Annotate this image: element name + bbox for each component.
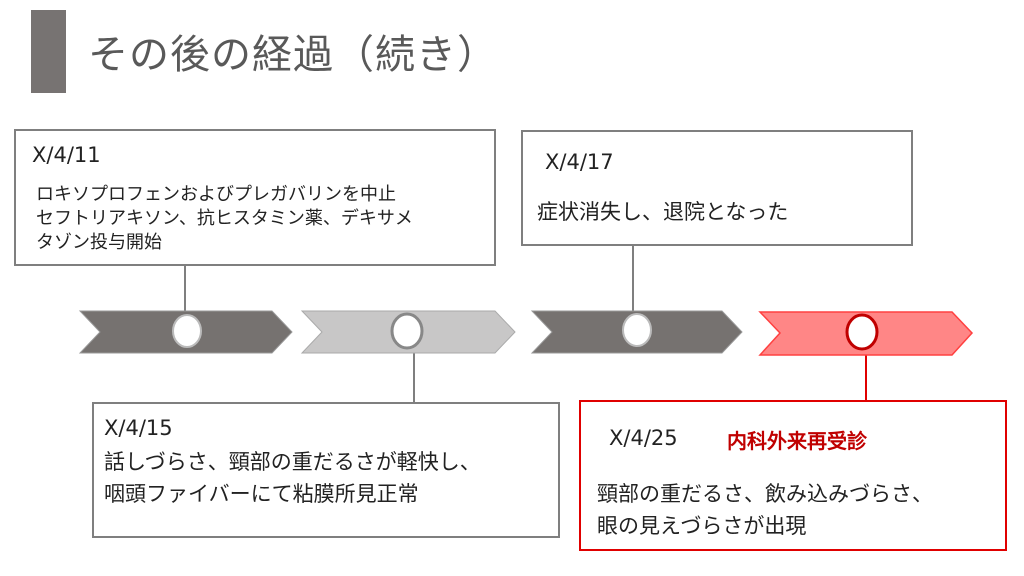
event-date: X/4/15 <box>104 416 173 440</box>
marker-circle-1 <box>172 314 202 348</box>
event-card-0425: X/4/25 内科外来再受診 頸部の重だるさ、飲み込みづらさ、 眼の見えづらさが… <box>579 400 1007 551</box>
event-date: X/4/11 <box>32 143 101 167</box>
event-text: 頸部の重だるさ、飲み込みづらさ、 眼の見えづらさが出現 <box>597 482 933 538</box>
event-card-0411: X/4/11 ロキソプロフェンおよびプレガバリンを中止 セフトリアキソン、抗ヒス… <box>14 129 496 266</box>
event-date: X/4/17 <box>545 150 614 174</box>
event-card-0415: X/4/15 話しづらさ、頸部の重だるさが軽快し、 咽頭ファイバーにて粘膜所見正… <box>92 402 560 538</box>
marker-circle-2 <box>390 312 424 350</box>
slide-title: その後の経過（続き） <box>88 32 498 78</box>
marker-circle-3 <box>622 313 652 347</box>
event-date: X/4/25 <box>609 426 678 450</box>
event-text: 話しづらさ、頸部の重だるさが軽快し、 咽頭ファイバーにて粘膜所見正常 <box>104 450 481 506</box>
marker-circle-4 <box>845 313 879 351</box>
event-text: ロキソプロフェンおよびプレガバリンを中止 セフトリアキソン、抗ヒスタミン薬、デキ… <box>36 184 413 253</box>
event-label: 内科外来再受診 <box>727 429 867 453</box>
event-text: 症状消失し、退院となった <box>537 200 789 224</box>
event-card-0417: X/4/17 症状消失し、退院となった <box>521 130 913 246</box>
title-accent-bar <box>31 10 66 93</box>
